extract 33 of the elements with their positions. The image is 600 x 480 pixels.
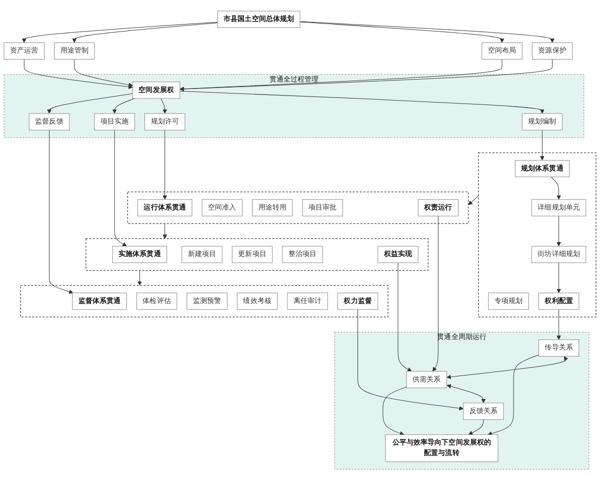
arrow xyxy=(488,354,539,436)
arrow xyxy=(47,93,133,114)
arrow xyxy=(162,130,168,200)
arrow xyxy=(74,58,133,87)
arrow xyxy=(468,419,484,435)
arrow xyxy=(112,98,135,114)
arrow xyxy=(556,309,561,340)
arrow xyxy=(540,130,544,160)
arrow xyxy=(300,22,504,43)
arrow xyxy=(114,130,127,246)
arrow xyxy=(24,58,133,89)
cluster xyxy=(478,152,596,318)
cluster xyxy=(127,191,469,224)
arrow xyxy=(446,356,568,379)
arrow xyxy=(468,195,479,205)
arrow xyxy=(382,386,407,436)
arrow xyxy=(300,21,554,43)
arrow xyxy=(550,176,561,200)
cluster xyxy=(20,284,388,318)
arrow xyxy=(398,262,412,372)
arrow xyxy=(162,223,168,239)
arrow xyxy=(72,22,218,43)
arrow xyxy=(432,216,438,372)
arrow xyxy=(358,309,464,410)
cluster xyxy=(86,238,429,271)
arrow xyxy=(446,384,486,403)
arrow xyxy=(556,216,561,246)
arrow xyxy=(49,130,74,294)
arrow xyxy=(22,22,218,43)
arrow xyxy=(160,98,168,114)
arrow xyxy=(138,270,142,286)
arrow xyxy=(180,90,544,114)
arrow xyxy=(556,262,561,293)
